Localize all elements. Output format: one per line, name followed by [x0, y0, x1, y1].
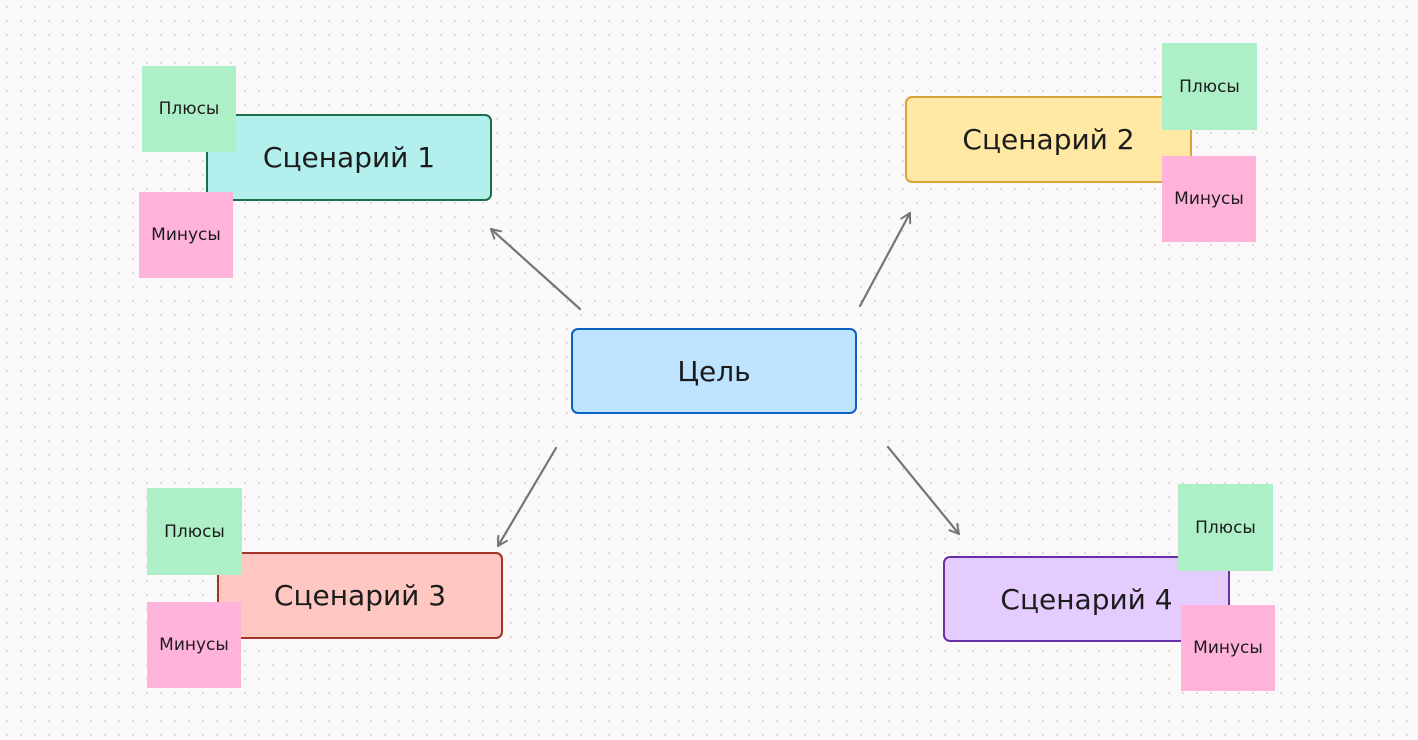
- scenario-3-node[interactable]: Сценарий 3: [217, 552, 503, 639]
- scenario-4-pros-sticky[interactable]: Плюсы: [1178, 484, 1273, 571]
- scenario-1-node[interactable]: Сценарий 1: [206, 114, 492, 201]
- scenario-1-pros-sticky[interactable]: Плюсы: [142, 66, 236, 152]
- scenario-2-cons-sticky[interactable]: Минусы: [1162, 156, 1256, 242]
- arrow-goal-to-scenario-3[interactable]: [496, 446, 558, 548]
- scenario-4-label: Сценарий 4: [1000, 582, 1173, 616]
- goal-node[interactable]: Цель: [571, 328, 857, 414]
- scenario-2-node[interactable]: Сценарий 2: [905, 96, 1192, 183]
- sticky-label: Плюсы: [1195, 517, 1256, 538]
- goal-label: Цель: [677, 354, 751, 388]
- arrow-goal-to-scenario-4[interactable]: [886, 445, 961, 536]
- sticky-label: Минусы: [1193, 638, 1263, 658]
- scenario-2-label: Сценарий 2: [962, 123, 1135, 156]
- sticky-label: Минусы: [151, 225, 221, 245]
- sticky-label: Плюсы: [164, 521, 225, 542]
- scenario-2-pros-sticky[interactable]: Плюсы: [1162, 43, 1257, 130]
- sticky-label: Минусы: [1174, 189, 1244, 209]
- scenario-1-cons-sticky[interactable]: Минусы: [139, 192, 233, 278]
- sticky-label: Плюсы: [1179, 76, 1240, 97]
- sticky-label: Минусы: [159, 635, 229, 655]
- scenario-1-label: Сценарий 1: [262, 141, 436, 174]
- scenario-3-label: Сценарий 3: [273, 579, 447, 612]
- arrow-goal-to-scenario-1[interactable]: [489, 227, 582, 311]
- scenario-3-pros-sticky[interactable]: Плюсы: [147, 488, 242, 575]
- arrow-goal-to-scenario-2[interactable]: [858, 211, 912, 308]
- scenario-3-cons-sticky[interactable]: Минусы: [147, 602, 241, 688]
- sticky-label: Плюсы: [158, 99, 220, 119]
- scenario-4-cons-sticky[interactable]: Минусы: [1181, 605, 1275, 691]
